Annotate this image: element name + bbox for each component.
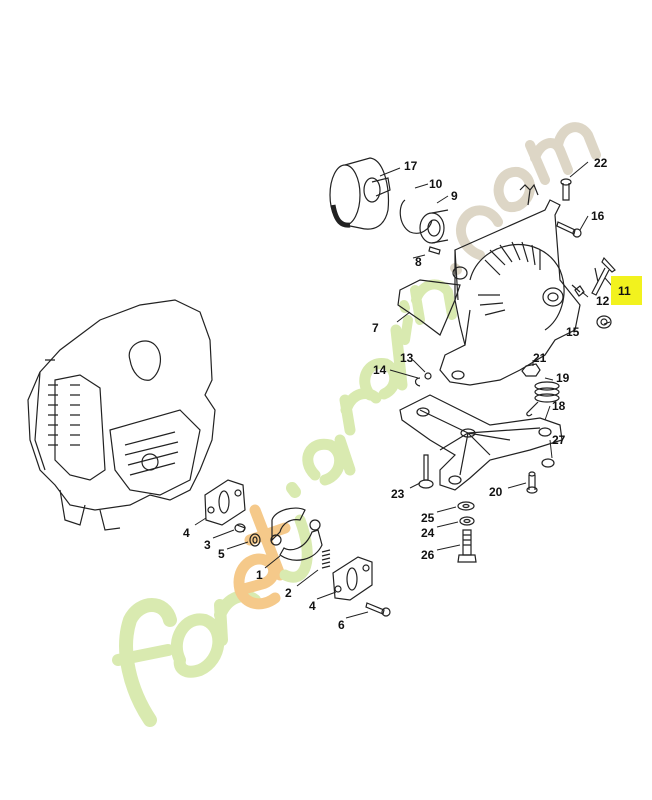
callout-24[interactable]: 24 [421, 526, 435, 540]
part-4-plate-lower [332, 556, 373, 601]
callout-14[interactable]: 14 [373, 363, 387, 377]
highlight-part-11 [611, 276, 642, 305]
callout-3[interactable]: 3 [204, 538, 211, 552]
callout-20[interactable]: 20 [489, 485, 503, 499]
part-11-lock-pin [591, 256, 616, 296]
callout-18[interactable]: 18 [552, 399, 566, 413]
part-19-spring [526, 381, 560, 417]
part-20-screw [526, 471, 538, 494]
callout-21[interactable]: 21 [533, 351, 547, 365]
callout-25[interactable]: 25 [421, 511, 435, 525]
part-2-spring [321, 549, 331, 569]
part-22-screw [560, 178, 572, 201]
part-6-screw [365, 602, 391, 617]
leader-lines [194, 161, 613, 619]
callout-6[interactable]: 6 [338, 618, 345, 632]
part-21-nut [521, 363, 541, 377]
callout-7[interactable]: 7 [372, 321, 379, 335]
part-15-washer [596, 315, 612, 329]
callout-27[interactable]: 27 [552, 433, 566, 447]
callout-16[interactable]: 16 [591, 209, 605, 223]
part-25-washer [457, 501, 475, 511]
part-18-bracket [399, 394, 563, 491]
part-8-pin [428, 246, 441, 255]
callout-1[interactable]: 1 [256, 568, 263, 582]
callout-12[interactable]: 12 [596, 294, 610, 308]
callout-23[interactable]: 23 [391, 487, 405, 501]
callout-22[interactable]: 22 [594, 156, 608, 170]
callout-19[interactable]: 19 [556, 371, 570, 385]
part-3-sleeve [234, 523, 246, 533]
callout-26[interactable]: 26 [421, 548, 435, 562]
callout-5[interactable]: 5 [218, 547, 225, 561]
part-26-bolt [457, 529, 477, 563]
part-10-circlip [399, 199, 433, 234]
callout-2[interactable]: 2 [285, 586, 292, 600]
part-5-washer [249, 533, 261, 547]
part-12-spring [571, 284, 585, 297]
part-24-washer [459, 516, 475, 526]
part-17-clutch-drum [329, 157, 391, 230]
callout-9[interactable]: 9 [451, 189, 458, 203]
callout-17[interactable]: 17 [404, 159, 418, 173]
part-14-clip [414, 377, 421, 387]
part-1-clutch-shoes [270, 507, 323, 561]
engine-housing [27, 299, 216, 531]
callout-11[interactable]: 11 [618, 284, 631, 298]
part-4-plate-upper [204, 479, 246, 526]
callout-10[interactable]: 10 [429, 177, 443, 191]
callout-8[interactable]: 8 [415, 255, 422, 269]
callout-13[interactable]: 13 [400, 351, 414, 365]
part-16-screw [556, 221, 582, 238]
gear-housing [439, 183, 581, 386]
callout-4-upper[interactable]: 4 [183, 526, 190, 540]
part-9-bearing [419, 209, 449, 244]
part-13-washer [424, 372, 432, 380]
part-23-bolt [418, 454, 434, 489]
callout-4-lower[interactable]: 4 [309, 599, 316, 613]
callout-15[interactable]: 15 [566, 325, 580, 339]
part-27-nut [541, 458, 555, 468]
part-7-plate [397, 279, 461, 336]
